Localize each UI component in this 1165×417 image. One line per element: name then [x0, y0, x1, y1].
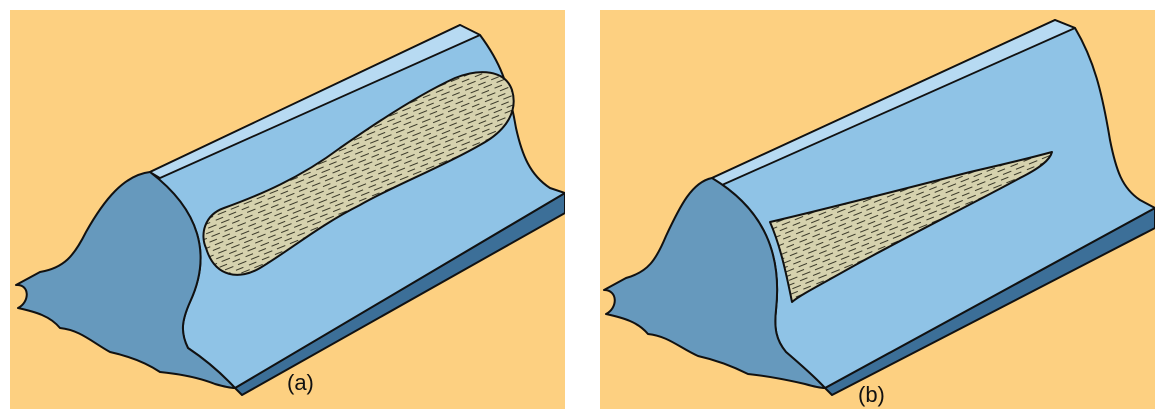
panel-label-b: (b)	[858, 382, 885, 408]
diagram-panel-b: (b)	[600, 10, 1155, 409]
panel-label-a: (a)	[287, 370, 314, 396]
rail-illustration-b	[600, 10, 1155, 409]
diagram-panel-a: (a)	[10, 10, 565, 409]
rail-illustration-a	[10, 10, 565, 409]
